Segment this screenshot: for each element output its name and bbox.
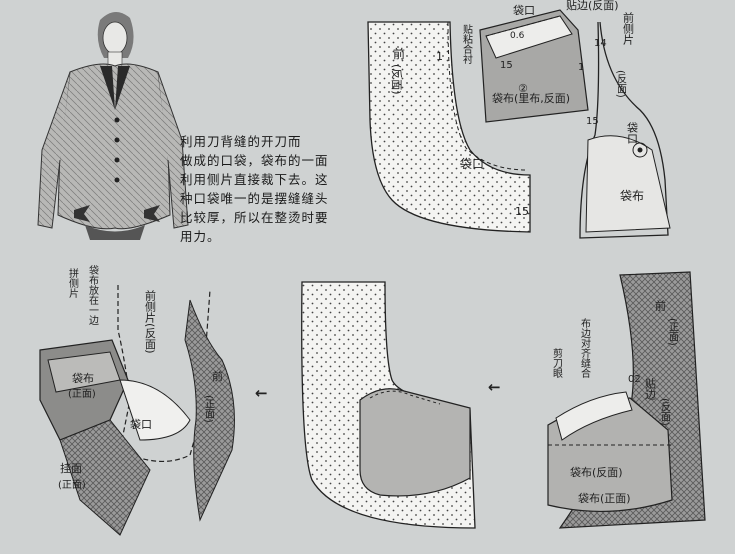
label-pocket-bag: 袋布 — [620, 189, 644, 203]
arrow-left-1: ← — [255, 384, 268, 402]
label-reverse: (反面) — [390, 64, 403, 95]
label-front-side-bl: 前侧片(反面) — [144, 289, 157, 354]
label-pocket-mouth: 袋口 — [460, 157, 484, 171]
figure-side-panel: 前侧片 (反面) 袋口 袋布 14 15 — [579, 11, 671, 239]
label-seam-1: 1 — [436, 50, 443, 63]
label-dim-14: 14 — [594, 38, 607, 49]
label-pocket-mouth-3: 袋口 — [626, 121, 639, 144]
label-dim-02: 02 — [628, 374, 641, 385]
label-facing-bl: 挂面 — [60, 461, 82, 475]
label-align-note: 布边对齐缝合 — [579, 318, 591, 379]
figure-bottom-right: 前 (正面) 布边对齐缝合 剪刀眼 02 贴边 (反面) 袋布(反面) 袋布(正… — [547, 271, 706, 529]
description-line: 做成的口袋，袋布的一面 — [180, 153, 329, 168]
description-line: 比较厚，所以在整烫时要 — [180, 210, 329, 225]
label-front-face-bl: (正面) — [68, 389, 96, 400]
arrow-left-2: ← — [488, 378, 501, 396]
description-line: 种口袋唯一的是摆缝缝头 — [180, 191, 329, 206]
label-pocket-mouth-bl: 袋口 — [130, 417, 152, 431]
label-interlining: 贴粘合衬 — [461, 23, 473, 64]
label-pocket-bag-reverse-br: 袋布(反面) — [570, 465, 623, 479]
label-dim-15: 15 — [500, 60, 513, 71]
label-front: 前 — [393, 46, 405, 61]
label-front-bl: 前 — [212, 369, 223, 383]
label-side-note: 袋布放在一边 — [87, 264, 99, 326]
label-facing-reverse: 贴边(反面) — [566, 0, 619, 12]
description-line: 用力。 — [180, 229, 221, 244]
label-pocket-mouth-2: 袋口 — [513, 3, 535, 17]
figure-bottom-middle — [301, 281, 476, 529]
label-front-face-br: (正面) — [667, 318, 679, 346]
label-front-face2-bl: (正面) — [203, 395, 215, 423]
label-facing-br: 贴边 — [644, 377, 657, 400]
label-front-br: 前 — [654, 299, 667, 312]
label-front-side: 前侧片 — [622, 11, 635, 46]
description-text: 利用刀背缝的开刀而 做成的口袋，袋布的一面 利用侧片直接裁下去。这 种口袋唯一的… — [180, 132, 355, 246]
jacket-illustration — [37, 11, 189, 240]
label-pocket-bag-face-br: 袋布(正面) — [578, 491, 631, 505]
label-step-2: ② — [518, 82, 528, 95]
label-facing-face-bl: (正面) — [58, 480, 86, 491]
label-dim-06: 0.6 — [510, 31, 525, 41]
label-lining: 袋布(里布,反面) — [492, 91, 570, 105]
label-seam-15: 15 — [515, 205, 529, 218]
label-pocket-bag-bl: 袋布 — [72, 371, 94, 385]
label-dim-15c: 15 — [586, 116, 599, 127]
label-reverse-c: (反面) — [615, 70, 627, 98]
description-line: 利用刀背缝的开刀而 — [180, 134, 302, 149]
figure-bottom-left: 袋布放在一边 拼侧片 前侧片(反面) 袋布 (正面) 袋口 前 (正面) 挂面 … — [39, 264, 235, 536]
label-facing-reverse-br: (反面) — [659, 398, 671, 426]
label-dim-1: 1 — [578, 62, 584, 73]
label-side-piece: 拼侧片 — [67, 267, 79, 299]
figure-pocket-lining: 袋口 贴边(反面) 贴粘合衬 0.6 15 ② 袋布(里布,反面) 1 — [461, 0, 619, 123]
label-notch: 剪刀眼 — [551, 347, 563, 379]
description-line: 利用侧片直接裁下去。这 — [180, 172, 329, 187]
figure-front-panel-top: 前 (反面) 袋口 15 1 — [367, 21, 531, 233]
